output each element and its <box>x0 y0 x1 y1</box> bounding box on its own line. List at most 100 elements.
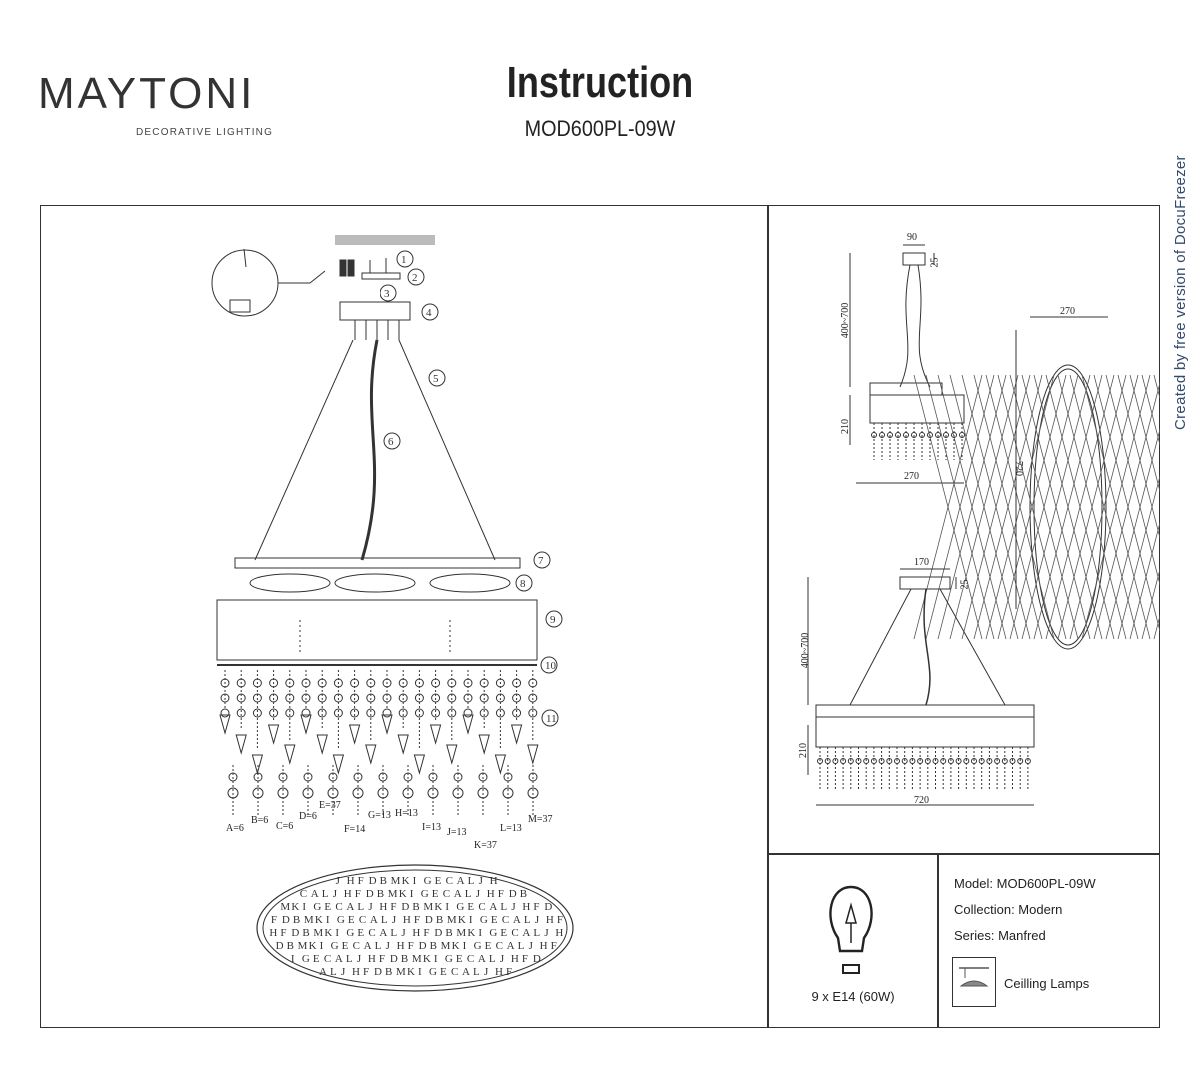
svg-text:K: K <box>402 875 410 887</box>
callout-number: 1 <box>401 254 407 266</box>
svg-text:E: E <box>348 914 355 926</box>
svg-text:F: F <box>498 888 504 900</box>
svg-text:E: E <box>342 940 349 952</box>
svg-text:L: L <box>357 901 364 913</box>
large-canopy <box>899 576 951 590</box>
svg-text:H: H <box>490 875 498 887</box>
lamp-frame <box>216 599 538 661</box>
svg-text:G: G <box>302 953 310 965</box>
svg-text:K: K <box>452 940 460 952</box>
svg-text:C: C <box>353 940 360 952</box>
crystal-reference <box>227 765 539 815</box>
oval-plan-view <box>1029 364 1107 650</box>
callout-marker <box>545 610 563 628</box>
oval-top-view <box>256 864 574 992</box>
dim-label: 400~700 <box>800 632 812 669</box>
svg-text:H: H <box>344 888 352 900</box>
svg-text:B: B <box>302 927 309 939</box>
svg-text:H: H <box>412 927 420 939</box>
svg-text:B: B <box>445 927 452 939</box>
svg-text:K: K <box>291 901 299 913</box>
svg-text:C: C <box>324 953 331 965</box>
svg-text:J: J <box>392 914 397 926</box>
svg-text:A: A <box>335 953 343 965</box>
callout-number: 6 <box>388 436 394 448</box>
svg-text:C: C <box>478 901 485 913</box>
svg-text:A: A <box>379 927 387 939</box>
svg-text:M: M <box>412 953 422 965</box>
spec-divider <box>767 853 1160 855</box>
svg-text:E: E <box>357 927 364 939</box>
svg-text:H: H <box>403 914 411 926</box>
callout-number: 10 <box>545 660 557 672</box>
svg-text:D: D <box>276 940 284 952</box>
svg-text:E: E <box>500 927 507 939</box>
svg-text:J: J <box>357 953 362 965</box>
svg-text:H: H <box>540 940 548 952</box>
svg-text:G: G <box>424 875 432 887</box>
svg-text:H: H <box>368 953 376 965</box>
svg-text:H: H <box>347 875 355 887</box>
svg-text:D: D <box>374 966 382 978</box>
svg-text:H: H <box>555 927 563 939</box>
svg-text:H: H <box>379 901 387 913</box>
svg-text:J: J <box>484 966 489 978</box>
svg-text:I: I <box>469 914 473 926</box>
svg-text:K: K <box>309 940 317 952</box>
svg-text:B: B <box>436 914 443 926</box>
svg-text:K: K <box>324 927 332 939</box>
svg-text:K: K <box>434 901 442 913</box>
svg-text:A: A <box>478 953 486 965</box>
ceiling-lamp-icon <box>952 957 996 1007</box>
svg-text:A: A <box>489 901 497 913</box>
model-heading: MOD600PL-09W <box>524 116 676 141</box>
svg-text:M: M <box>423 901 433 913</box>
svg-text:E: E <box>313 953 320 965</box>
brand-logo: MAYTONI <box>38 69 256 118</box>
svg-text:D: D <box>282 914 290 926</box>
callout-number: 4 <box>426 307 432 319</box>
dim-label: 170 <box>914 557 929 568</box>
svg-text:F: F <box>280 927 286 939</box>
svg-text:L: L <box>375 940 382 952</box>
dim-label: 720 <box>1013 461 1024 476</box>
svg-text:I: I <box>320 940 324 952</box>
svg-text:K: K <box>467 927 475 939</box>
svg-text:D: D <box>509 888 517 900</box>
svg-text:J: J <box>500 953 505 965</box>
svg-text:J: J <box>386 940 391 952</box>
svg-text:E: E <box>485 940 492 952</box>
callout-marker <box>421 303 439 321</box>
dim-label: 90 <box>907 232 917 243</box>
svg-text:B: B <box>430 940 437 952</box>
svg-text:F: F <box>408 940 414 952</box>
callout-marker <box>541 709 559 727</box>
lamp-type: Ceilling Lamps <box>1004 976 1090 991</box>
svg-text:J: J <box>368 901 373 913</box>
svg-text:J: J <box>544 927 549 939</box>
svg-text:M: M <box>388 888 398 900</box>
svg-text:K: K <box>399 888 407 900</box>
callout-marker <box>396 250 414 268</box>
svg-text:B: B <box>520 888 527 900</box>
svg-text:J: J <box>535 914 540 926</box>
svg-text:H: H <box>511 953 519 965</box>
svg-text:C: C <box>496 940 503 952</box>
svg-text:L: L <box>465 888 472 900</box>
model-info: Model: MOD600PL-09W <box>954 876 1096 891</box>
crystal-strands <box>219 670 539 775</box>
svg-text:M: M <box>280 901 290 913</box>
svg-text:D: D <box>434 927 442 939</box>
svg-text:L: L <box>346 953 353 965</box>
svg-text:H: H <box>522 901 530 913</box>
svg-text:I: I <box>418 966 422 978</box>
svg-text:G: G <box>421 888 429 900</box>
svg-text:I: I <box>463 940 467 952</box>
svg-text:K: K <box>407 966 415 978</box>
svg-text:C: C <box>335 901 342 913</box>
svg-text:C: C <box>368 927 375 939</box>
dim-label: 25 <box>929 257 941 268</box>
svg-text:J: J <box>401 927 406 939</box>
callout-marker <box>383 432 401 450</box>
svg-text:L: L <box>500 901 507 913</box>
